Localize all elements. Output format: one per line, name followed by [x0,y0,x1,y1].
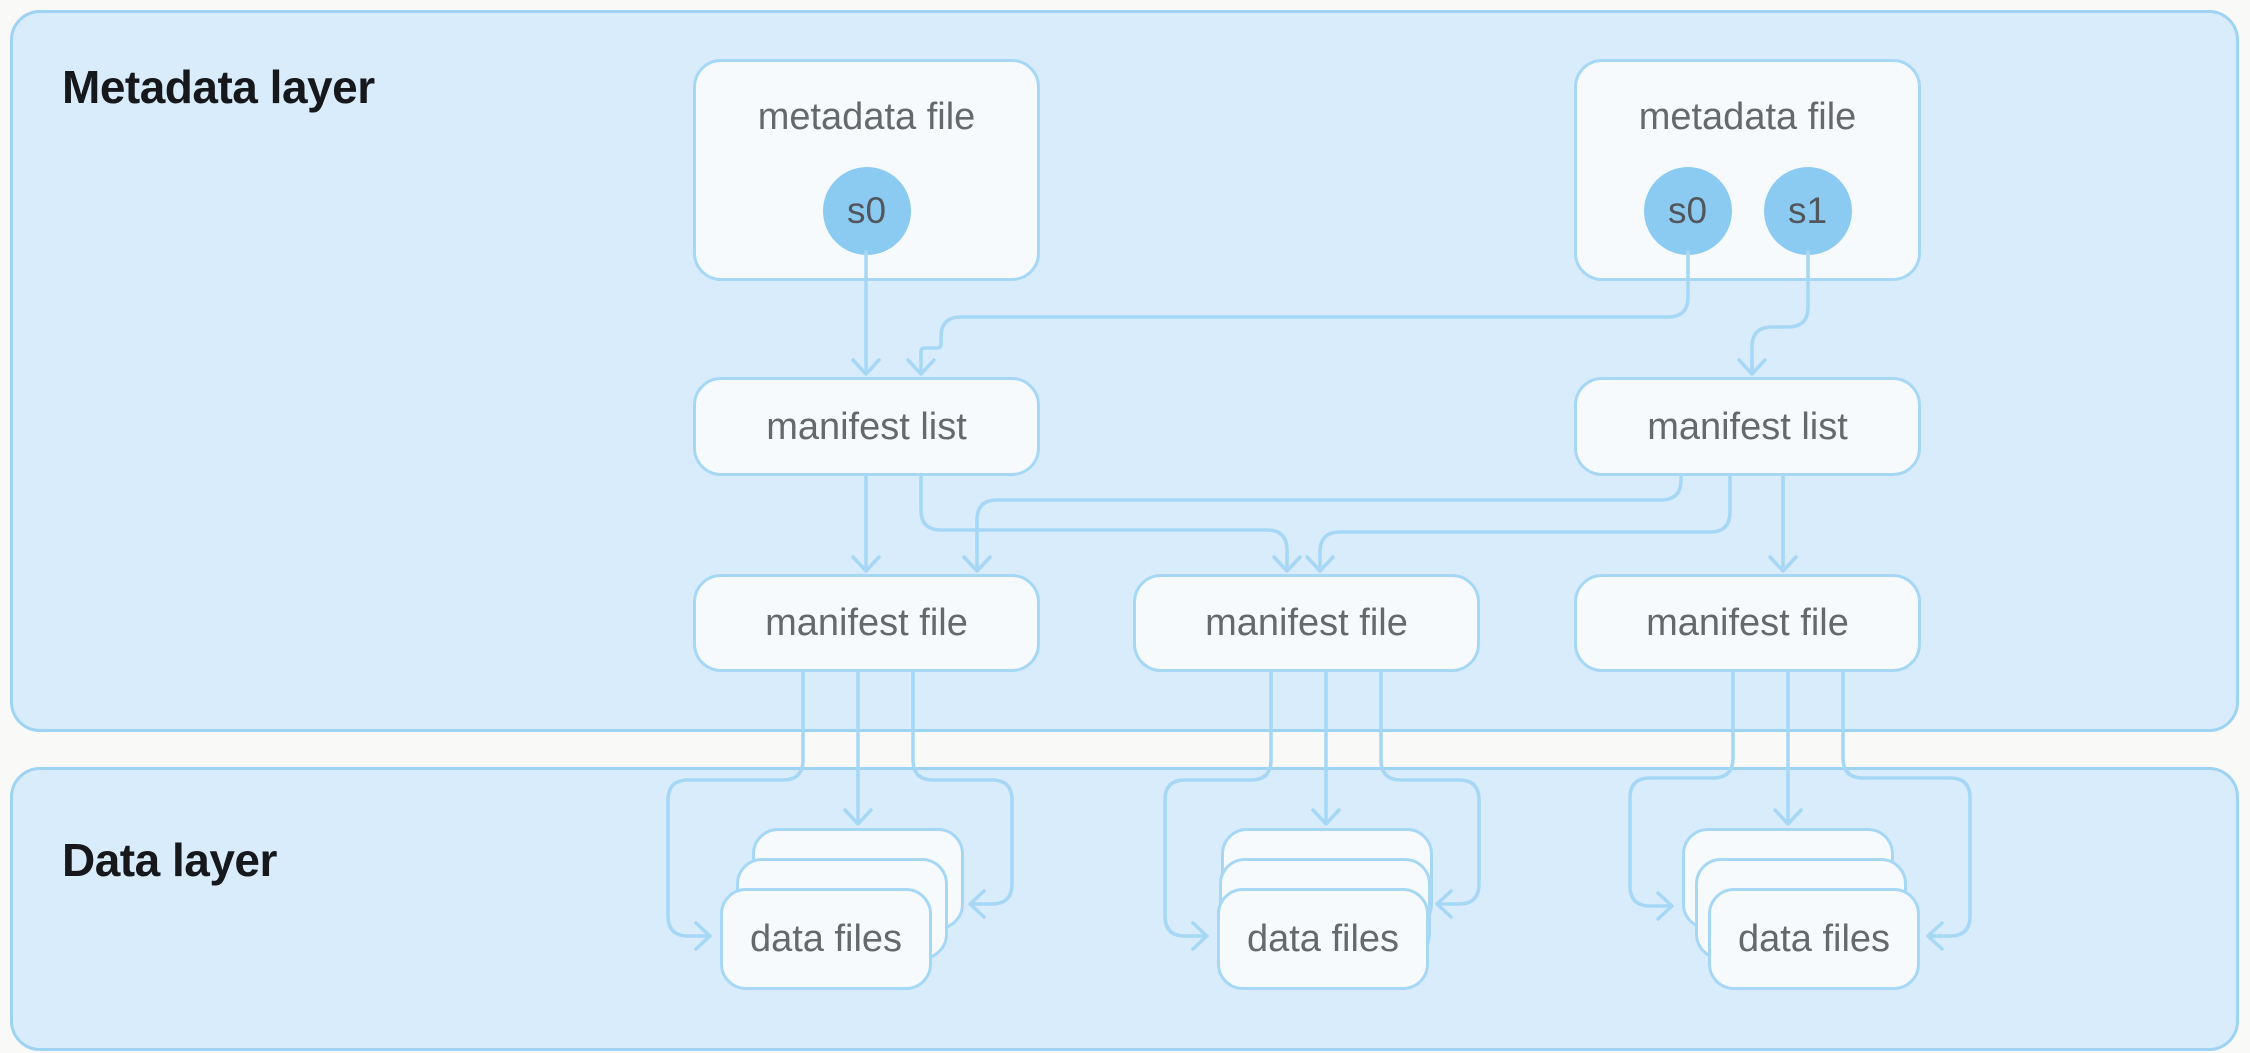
manifest-list-right-node: manifest list [1574,377,1921,476]
snapshot-s1-badge: s1 [1763,167,1852,255]
manifest-file-right-node: manifest file [1574,574,1921,672]
snapshot-s0-badge: s0 [822,167,911,255]
data-files-left-node: data files [720,888,932,990]
data-files-right-label: data files [1737,918,1891,960]
metadata-file-right-label: metadata file [1638,96,1857,138]
manifest-list-left-label: manifest list [766,405,967,448]
data-files-left-label: data files [749,918,903,960]
data-layer-title: Data layer [62,834,277,886]
manifest-file-left-node: manifest file [693,574,1040,672]
manifest-list-right-label: manifest list [1647,405,1848,448]
manifest-file-center-label: manifest file [1205,602,1408,644]
data-files-right-node: data files [1708,888,1920,990]
metadata-file-right-node: metadata file s0 s1 [1574,59,1921,281]
metadata-file-left-node: metadata file s0 [693,59,1040,281]
data-files-center-node: data files [1217,888,1429,990]
manifest-file-right-label: manifest file [1646,602,1849,644]
data-files-center-label: data files [1246,918,1400,960]
manifest-list-left-node: manifest list [693,377,1040,476]
manifest-file-left-label: manifest file [765,602,968,644]
metadata-layer-title: Metadata layer [62,61,375,113]
manifest-file-center-node: manifest file [1133,574,1480,672]
metadata-file-left-label: metadata file [757,96,976,138]
snapshot-row: s0 [696,167,1037,255]
snapshot-s0-badge: s0 [1643,167,1732,255]
snapshot-row: s0 s1 [1577,167,1918,255]
